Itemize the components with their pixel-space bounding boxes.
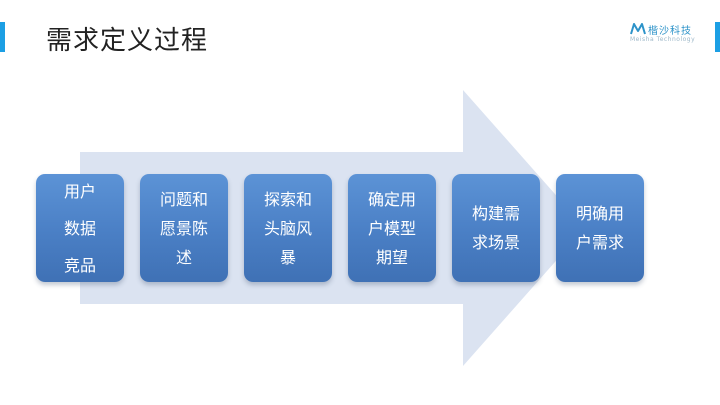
logo-subtitle: Meisha Technology	[630, 36, 696, 43]
step-box-3: 探索和 头脑风 暴	[244, 174, 332, 282]
step-label-2: 问题和 愿景陈 述	[159, 189, 208, 267]
step-box-5: 构建需 求场景	[452, 174, 540, 282]
step-label-5: 构建需 求场景	[471, 204, 520, 252]
company-logo: 楷沙科技 Meisha Technology	[630, 22, 710, 48]
step-box-2: 问题和 愿景陈 述	[140, 174, 228, 282]
right-accent-bar	[715, 22, 720, 52]
step-label-4: 确定用 户模型 期望	[367, 189, 416, 267]
step-label-6: 明确用 户需求	[575, 204, 624, 252]
step-box-1: 用户 数据 竞品	[36, 174, 124, 282]
step-box-4: 确定用 户模型 期望	[348, 174, 436, 282]
logo-m-icon	[630, 23, 646, 35]
step-box-6: 明确用 户需求	[556, 174, 644, 282]
step-label-3: 探索和 头脑风 暴	[263, 189, 312, 267]
left-accent-bar	[0, 22, 5, 52]
page-title: 需求定义过程	[46, 26, 209, 56]
step-label-1: 用户 数据 竞品	[63, 181, 96, 275]
logo-name: 楷沙科技	[648, 26, 692, 37]
